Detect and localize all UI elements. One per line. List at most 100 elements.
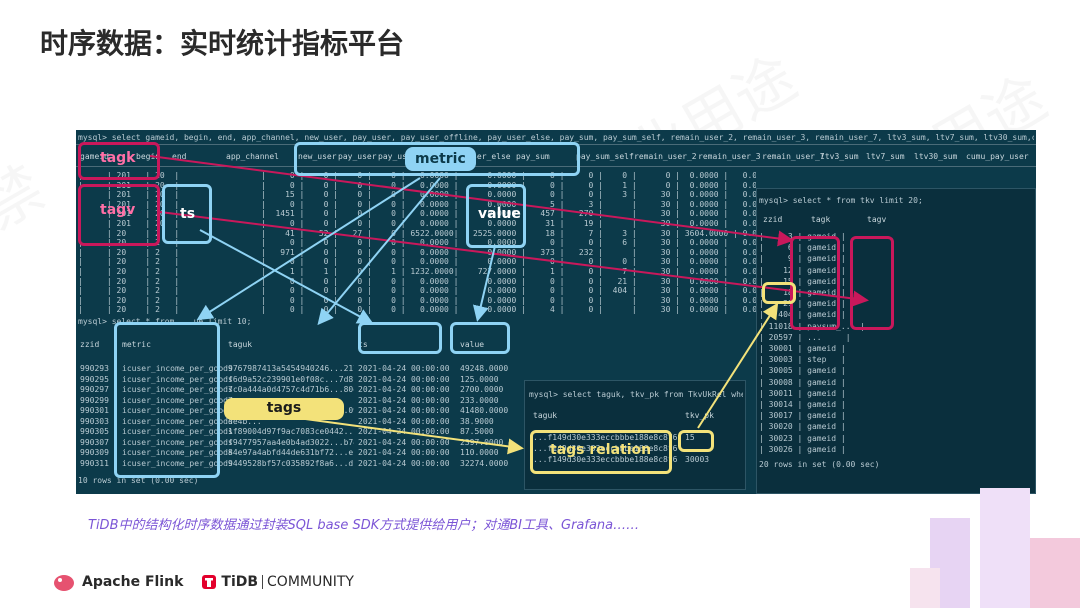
- value-column-highlight: [450, 322, 510, 354]
- relation-cell: ...f149d30e333eccbbbe188e8c8f6: [533, 444, 678, 453]
- metric-cell: 990305: [80, 427, 109, 436]
- tags-relation-label: tags relation: [550, 442, 652, 458]
- metric-cell: de4b...: [228, 416, 262, 426]
- metric-cell: 1f89004d97f9ac7083ce0442...1194: [228, 427, 354, 436]
- table-row: | 30001 | gameid |: [759, 344, 846, 353]
- table-row: | 30003 | step |: [759, 355, 846, 365]
- metric-cell: icuser_income_per_goods: [122, 374, 233, 384]
- result3-header-cell: cumu_pay_user: [966, 152, 1029, 161]
- tagv-highlight: [78, 184, 160, 246]
- metric-cell: 990299: [80, 395, 109, 405]
- value-source-highlight: [466, 184, 526, 248]
- metric-cell: 990309: [80, 448, 109, 457]
- metric-cell: 125.0000: [460, 374, 499, 384]
- metric-cell: 87.5000: [460, 427, 494, 436]
- metric-cell: 990307: [80, 437, 109, 447]
- tkv-tagk-highlight: [790, 236, 840, 330]
- metric-header-cell: value: [460, 340, 485, 349]
- result3-header-cell: ltv7_sum: [866, 152, 905, 161]
- table-row: | 30023 | gameid |: [759, 433, 846, 443]
- community-text: COMMUNITY: [267, 574, 354, 590]
- tkv-footer: 20 rows in set (0.00 sec): [759, 460, 880, 469]
- tagk-label: tagk: [100, 150, 136, 166]
- result3-header-cell: ltv3_sum: [820, 152, 859, 161]
- metric-cell: 32274.0000: [460, 458, 509, 468]
- metric-cell: 84e97a4abfd44de631bf72...e10c: [228, 448, 354, 457]
- metric-header-cell: ts: [358, 340, 368, 349]
- city-decoration: [910, 488, 1080, 608]
- result3-header-cell: end: [172, 152, 187, 161]
- metric-label: metric: [405, 147, 476, 171]
- metric-cell: 2021-04-24 00:00:00: [358, 395, 450, 405]
- metric-cell: 9767987413a5454940246...2176: [228, 364, 354, 373]
- relation-header-cell: taguk: [533, 411, 558, 420]
- table-row: | | 20 | 2 | | 0 | 0 | 0 | 0 | 0.0000 | …: [78, 305, 756, 315]
- slide-caption: TiDB中的结构化时序数据通过封装SQL base SDK方式提供给用户；对通B…: [88, 518, 640, 533]
- metric-cell: icuser_income_per_goods: [122, 385, 233, 394]
- squirrel-icon: [54, 575, 74, 591]
- metric-cell: icuser_income_per_goods: [122, 364, 233, 373]
- relation-header-cell: tkv_pk: [685, 411, 714, 420]
- relation-cell: ...: [685, 444, 700, 453]
- metric-cell: 990303: [80, 416, 109, 426]
- tidb-community-logo: TiDB COMMUNITY: [201, 574, 354, 590]
- apache-flink-logo: Apache Flink: [52, 571, 183, 593]
- metric-cell: 7c0a444a0d4757c4d71b6...80ea: [228, 385, 354, 394]
- footer-logos: Apache Flink TiDB COMMUNITY: [52, 568, 354, 596]
- value-label: value: [478, 206, 521, 222]
- tagv-label: tagv: [100, 202, 136, 218]
- metric-cell: 9449528bf57c035892f8a6...d1bc55: [228, 458, 354, 468]
- metric-header-cell: metric: [122, 340, 151, 349]
- metric-cell: 2021-04-24 00:00:00: [358, 437, 450, 447]
- metric-cell: 2021-04-24 00:00:00: [358, 374, 450, 384]
- result3-header-cell: ltv30_sum: [914, 152, 958, 161]
- metric-cell: 49248.0000: [460, 364, 509, 373]
- table-row: | 20597 | ... |: [759, 332, 851, 342]
- result3-header-cell: app_channel: [226, 152, 279, 161]
- separator: [262, 575, 264, 589]
- query-result3: mysql> select gameid, begin, end, app_ch…: [78, 133, 1034, 142]
- metric-cell: 2021-04-24 00:00:00: [358, 448, 450, 457]
- metric-cell: 2397.0000: [460, 437, 504, 447]
- result3-header-cell: begin: [136, 152, 161, 161]
- tkv-tagv-highlight: [850, 236, 894, 330]
- metric-cell: icuser_income_per_goods: [122, 406, 233, 415]
- metric-cell: 2021-04-24 00:00:00: [358, 406, 450, 415]
- metric-cell: 233.0000: [460, 395, 499, 405]
- tagk-highlight: [78, 142, 160, 180]
- table-row: | 30008 | gameid |: [759, 377, 846, 387]
- metric-cell: 2021-04-24 00:00:00: [358, 427, 450, 436]
- metric-cell: 110.0000: [460, 448, 499, 457]
- metric-cell: icuser_income_per_goods: [122, 395, 233, 405]
- metric-cell: icuser_income_per_goods: [122, 427, 233, 436]
- relation-cell: 30003: [685, 455, 710, 464]
- query-tkv: mysql> select * from tkv limit 20;: [759, 196, 923, 205]
- metric-cell: 2021-04-24 00:00:00: [358, 458, 450, 468]
- metric-cell: icuser_income_per_goods: [122, 437, 233, 447]
- result3-header-cell: remain_user_3: [698, 152, 761, 161]
- slide-title: 时序数据：实时统计指标平台: [40, 27, 405, 60]
- relation-cell: ...f149d30e333eccbbbe188e8c8f6: [533, 455, 678, 464]
- relation-cell: 15: [685, 433, 695, 442]
- metric-cell: 2700.0000: [460, 385, 504, 394]
- metric-cell: f9477957aa4e0b4ad3022...b74cc9f: [228, 437, 354, 447]
- tags-label: tags: [224, 398, 344, 420]
- tkv-header-cell: tagk: [811, 215, 831, 224]
- metric-cell: 990293: [80, 364, 109, 373]
- watermark-text: 禁: [0, 141, 58, 246]
- metric-cell: 2021-04-24 00:00:00: [358, 364, 450, 373]
- tkv-pk-highlight: [678, 430, 714, 452]
- tags-relation-highlight: [530, 430, 672, 474]
- metric-footer: 10 rows in set (0.00 sec): [78, 476, 199, 485]
- tidb-icon: [202, 575, 217, 589]
- ts-label: ts: [180, 206, 196, 222]
- result3-header-cell: gameid: [80, 152, 109, 161]
- metric-cell: 2021-04-24 00:00:00: [358, 416, 450, 426]
- result3-header-cell: remain_user_7: [762, 152, 825, 161]
- tkv-header-cell: tagv: [867, 215, 887, 224]
- metric-cell: 2021-04-24 00:00:00: [358, 385, 450, 394]
- relation-cell: ...f149d30e333eccbbbe188e8c8f6: [533, 433, 678, 442]
- metric-cell: icuser_income_per_goods: [122, 458, 233, 468]
- table-row: | 30026 | gameid |: [759, 444, 846, 454]
- table-row: | 30017 | gameid |: [759, 411, 846, 421]
